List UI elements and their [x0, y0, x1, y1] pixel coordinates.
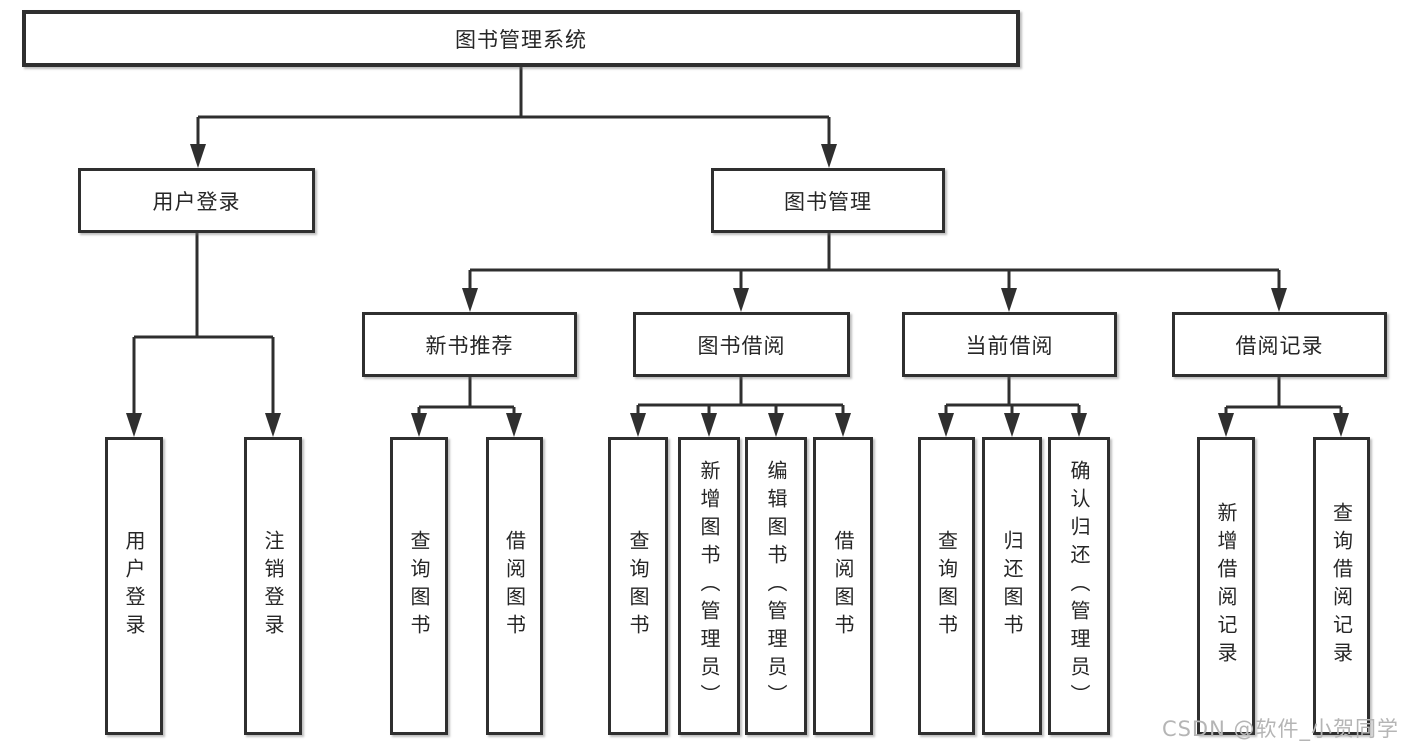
leaf-borrow-books: 借阅图书 [813, 437, 873, 735]
node-label: 新增借阅记录 [1214, 502, 1238, 670]
node-label: 查询图书 [407, 530, 431, 642]
node-label: 借阅图书 [502, 530, 527, 642]
leaf-edit-books-admin: 编辑图书（管理员） [745, 437, 807, 735]
node-label: 编辑图书（管理员） [764, 460, 788, 712]
leaf-query-books-recommend: 查询图书 [390, 437, 448, 735]
csdn-watermark: CSDN @软件_小贺同学 [1161, 717, 1399, 741]
node-current-borrowing: 当前借阅 [902, 312, 1117, 377]
leaf-user-login: 用户登录 [105, 437, 163, 735]
node-label: 用户登录 [152, 189, 241, 214]
leaf-logout: 注销登录 [244, 437, 302, 735]
node-label: 当前借阅 [965, 333, 1054, 358]
node-label: 用户登录 [122, 530, 146, 642]
leaf-return-books: 归还图书 [982, 437, 1042, 735]
leaf-add-borrow-record: 新增借阅记录 [1197, 437, 1255, 735]
leaf-borrow-books-recommend: 借阅图书 [486, 437, 543, 735]
node-label: 新增图书（管理员） [697, 460, 721, 712]
node-label: 图书管理 [784, 189, 872, 214]
node-label: 图书借阅 [697, 333, 786, 358]
node-book-borrowing: 图书借阅 [633, 312, 850, 377]
leaf-confirm-return-admin: 确认归还（管理员） [1048, 437, 1110, 735]
node-label: 新书推荐 [425, 333, 514, 358]
arrow-heads [126, 144, 1349, 437]
leaf-query-books-current: 查询图书 [918, 437, 975, 735]
node-borrowing-records: 借阅记录 [1172, 312, 1387, 377]
node-label: 查询图书 [626, 530, 650, 642]
node-label: 查询借阅记录 [1329, 502, 1354, 670]
node-label: 注销登录 [261, 530, 285, 642]
node-book-management: 图书管理 [711, 168, 945, 233]
leaf-add-books-admin: 新增图书（管理员） [678, 437, 740, 735]
node-new-book-recommendation: 新书推荐 [362, 312, 577, 377]
node-label: 确认归还（管理员） [1067, 460, 1091, 712]
connector-paths [132, 67, 1343, 415]
node-label: 查询图书 [934, 530, 959, 642]
node-label: 归还图书 [1000, 530, 1024, 642]
node-label: 借阅图书 [831, 530, 855, 642]
node-user-login: 用户登录 [78, 168, 315, 233]
node-label: 借阅记录 [1235, 333, 1324, 358]
leaf-query-borrow-record: 查询借阅记录 [1313, 437, 1370, 735]
node-library-management-system: 图书管理系统 [22, 10, 1020, 67]
leaf-query-books-borrow: 查询图书 [608, 437, 668, 735]
node-label: 图书管理系统 [455, 27, 587, 52]
